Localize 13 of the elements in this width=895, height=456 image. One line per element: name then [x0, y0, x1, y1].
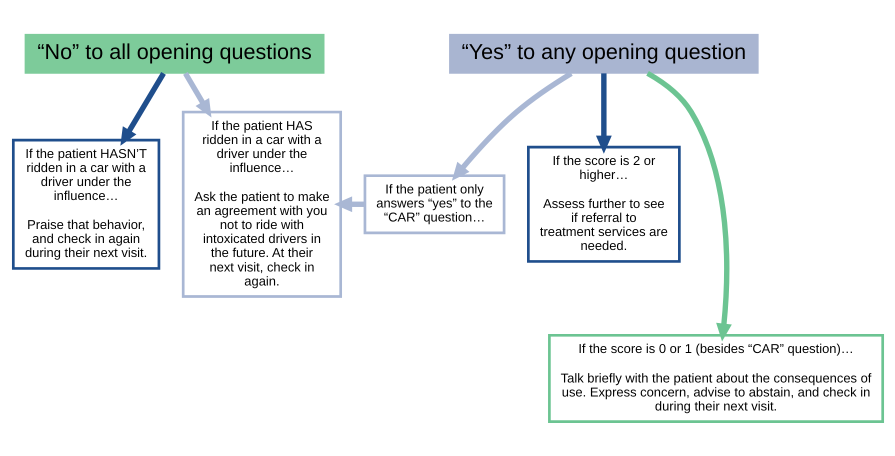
arrow: [646, 70, 732, 342]
arrow: [334, 196, 364, 212]
node-box: If the score is 2 or higher… Assess further to see if referral to treatment services are needed.: [526, 146, 680, 263]
node-box: If the patient only answers “yes” to the “CAR” question…: [363, 174, 505, 234]
node-box: If the patient HASN’T ridden in a car with a driver under the influence… Praise that behavior, and check in again during their next visit.: [11, 138, 160, 270]
arrow: [451, 71, 572, 181]
node-box: If the score is 0 or 1 (besides “CAR” question)… Talk briefly with the patient about the consequences of use. Express concern, advise to abstain, and check in during their next visit.: [548, 334, 884, 423]
arrow: [182, 72, 211, 118]
node-box: If the patient HAS ridden in a car with a driver under the influence… Ask the patient to make an agreement with you not to ride with intoxicated drivers in the future. At their next visit, check in again.: [181, 110, 342, 298]
node-box: “No” to all opening questions: [24, 34, 324, 74]
node-box: “Yes” to any opening question: [448, 34, 758, 74]
arrow: [595, 73, 612, 154]
arrow: [120, 72, 166, 146]
